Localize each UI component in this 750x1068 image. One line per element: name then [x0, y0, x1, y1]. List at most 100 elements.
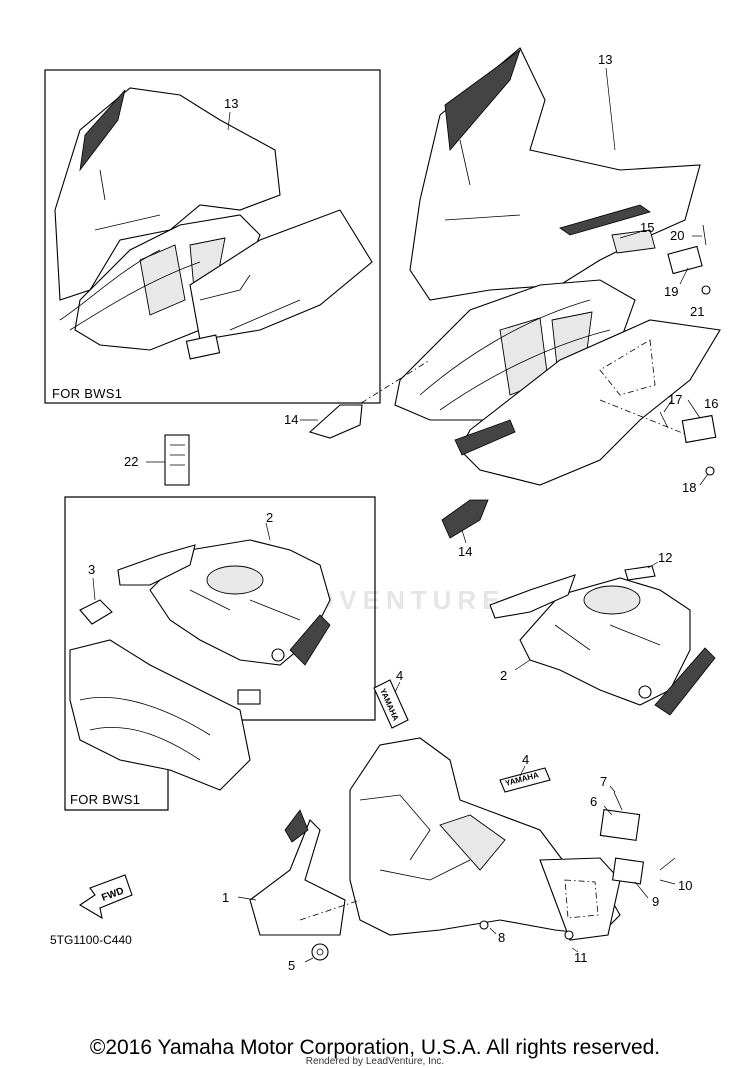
bolt-20: [702, 224, 707, 246]
callout-9: 9: [652, 894, 659, 909]
leader-6: [603, 805, 613, 816]
decal-3: [79, 599, 113, 625]
callout-3: 3: [88, 562, 95, 577]
decal-4-b: YAMAHA: [499, 767, 551, 793]
cover-lines-2b: [554, 624, 661, 651]
leader-16: [687, 399, 701, 419]
decal-1: [249, 819, 346, 936]
tag-22-lines: [170, 444, 185, 466]
leader-15: [619, 231, 641, 239]
tank-opening: [206, 565, 264, 595]
front-body-lines: [359, 794, 471, 881]
callout-16: 16: [704, 396, 718, 411]
leader-9: [634, 881, 649, 899]
plate-9: [611, 857, 645, 885]
washer-8: [479, 920, 489, 930]
inset-top-label: FOR BWS1: [52, 386, 122, 401]
decal-14-lower: [441, 499, 489, 539]
callout-18: 18: [682, 480, 696, 495]
bolt-7: [613, 791, 623, 811]
leader-1: [237, 896, 257, 901]
callout-20: 20: [670, 228, 684, 243]
dash-decal-1: [299, 899, 361, 921]
middle-right-assembly: 12 2: [489, 550, 716, 716]
leader-19: [679, 267, 689, 285]
leader-14b: [461, 529, 467, 544]
leader-4a: [394, 681, 401, 693]
copyright-notice: ©2016 Yamaha Motor Corporation, U.S.A. A…: [89, 1036, 661, 1059]
leader-13a: [227, 111, 231, 131]
callout-6: 6: [590, 794, 597, 809]
decal-4-a: YAMAHA: [373, 679, 409, 729]
decal-12: [624, 565, 656, 581]
frame-compartment: [139, 244, 186, 316]
inset-top-left: 13 FOR BWS1: [44, 69, 381, 404]
plate-19: [667, 245, 703, 275]
side-fender-dash: [564, 879, 599, 919]
top-right-assembly: 13 15 20 19 21 14 17 16 18 22 14: [124, 47, 721, 559]
washer-18: [705, 466, 715, 476]
cover-grommet-2b: [638, 685, 652, 699]
callout-15: 15: [640, 220, 654, 235]
callout-13a: 13: [224, 96, 238, 111]
callout-7: 7: [600, 774, 607, 789]
leader-18: [699, 473, 709, 486]
callout-8: 8: [498, 930, 505, 945]
grommet-5-hole: [316, 948, 324, 956]
callout-22: 22: [124, 454, 138, 469]
callout-5: 5: [288, 958, 295, 973]
seat-dark-edge: [79, 89, 126, 172]
inset-middle-left: 2 3 FOR BWS1: [64, 496, 376, 811]
callout-13b: 13: [598, 52, 612, 67]
washer-21: [701, 285, 711, 295]
washer-11: [564, 930, 574, 940]
leader-2a: [265, 522, 271, 541]
dash-to-14: [349, 359, 431, 411]
decal-14-left: [308, 404, 363, 439]
rear-fender-lines: [199, 274, 301, 331]
cover-side-panel-2b: [654, 647, 716, 716]
tank-opening-2b: [583, 585, 641, 615]
cover-lines: [189, 589, 301, 621]
inset-bottom-label: FOR BWS1: [70, 792, 140, 807]
cover-grommet: [271, 648, 285, 662]
inset-small-plate: [237, 689, 261, 705]
callout-12: 12: [658, 550, 672, 565]
callout-4a: 4: [396, 668, 403, 683]
seat-cover-13: [54, 87, 281, 301]
decal-strip: [117, 544, 196, 586]
seat-13: [409, 47, 701, 301]
callout-2b: 2: [500, 668, 507, 683]
callout-10: 10: [678, 878, 692, 893]
callout-4b: 4: [522, 752, 529, 767]
plate-16: [681, 414, 717, 444]
rear-plate: [185, 334, 221, 360]
diagram-code: 5TG1100-C440: [50, 933, 132, 947]
rear-fender-top: [459, 319, 721, 486]
dash-to-16: [599, 399, 701, 441]
front-fender-inset: [69, 639, 251, 791]
seat-dark-trim: [444, 48, 521, 151]
decal-1-accent: [284, 809, 309, 843]
callout-14b: 14: [458, 544, 472, 559]
bolt-10: [659, 857, 676, 871]
leader-12: [647, 561, 659, 569]
leader-3: [92, 577, 96, 601]
leader-13b: [605, 67, 616, 151]
seat-side-stripe: [559, 204, 651, 236]
plate-6: [599, 809, 641, 841]
front-cover-2b: [519, 577, 691, 706]
frame-rails-top: [419, 299, 611, 411]
callout-1: 1: [222, 890, 229, 905]
callout-17: 17: [668, 392, 682, 407]
callout-21: 21: [690, 304, 704, 319]
front-fender-lines: [79, 696, 211, 761]
inset-frame: [44, 69, 381, 404]
seat-detail: [94, 169, 161, 231]
fender-dark-strip: [454, 419, 516, 456]
rendered-by-note: Rendered by LeadVenture, Inc.: [305, 1056, 445, 1067]
leader-8: [489, 927, 497, 935]
leader-11: [571, 947, 579, 953]
fwd-arrow: FWD: [78, 874, 133, 920]
